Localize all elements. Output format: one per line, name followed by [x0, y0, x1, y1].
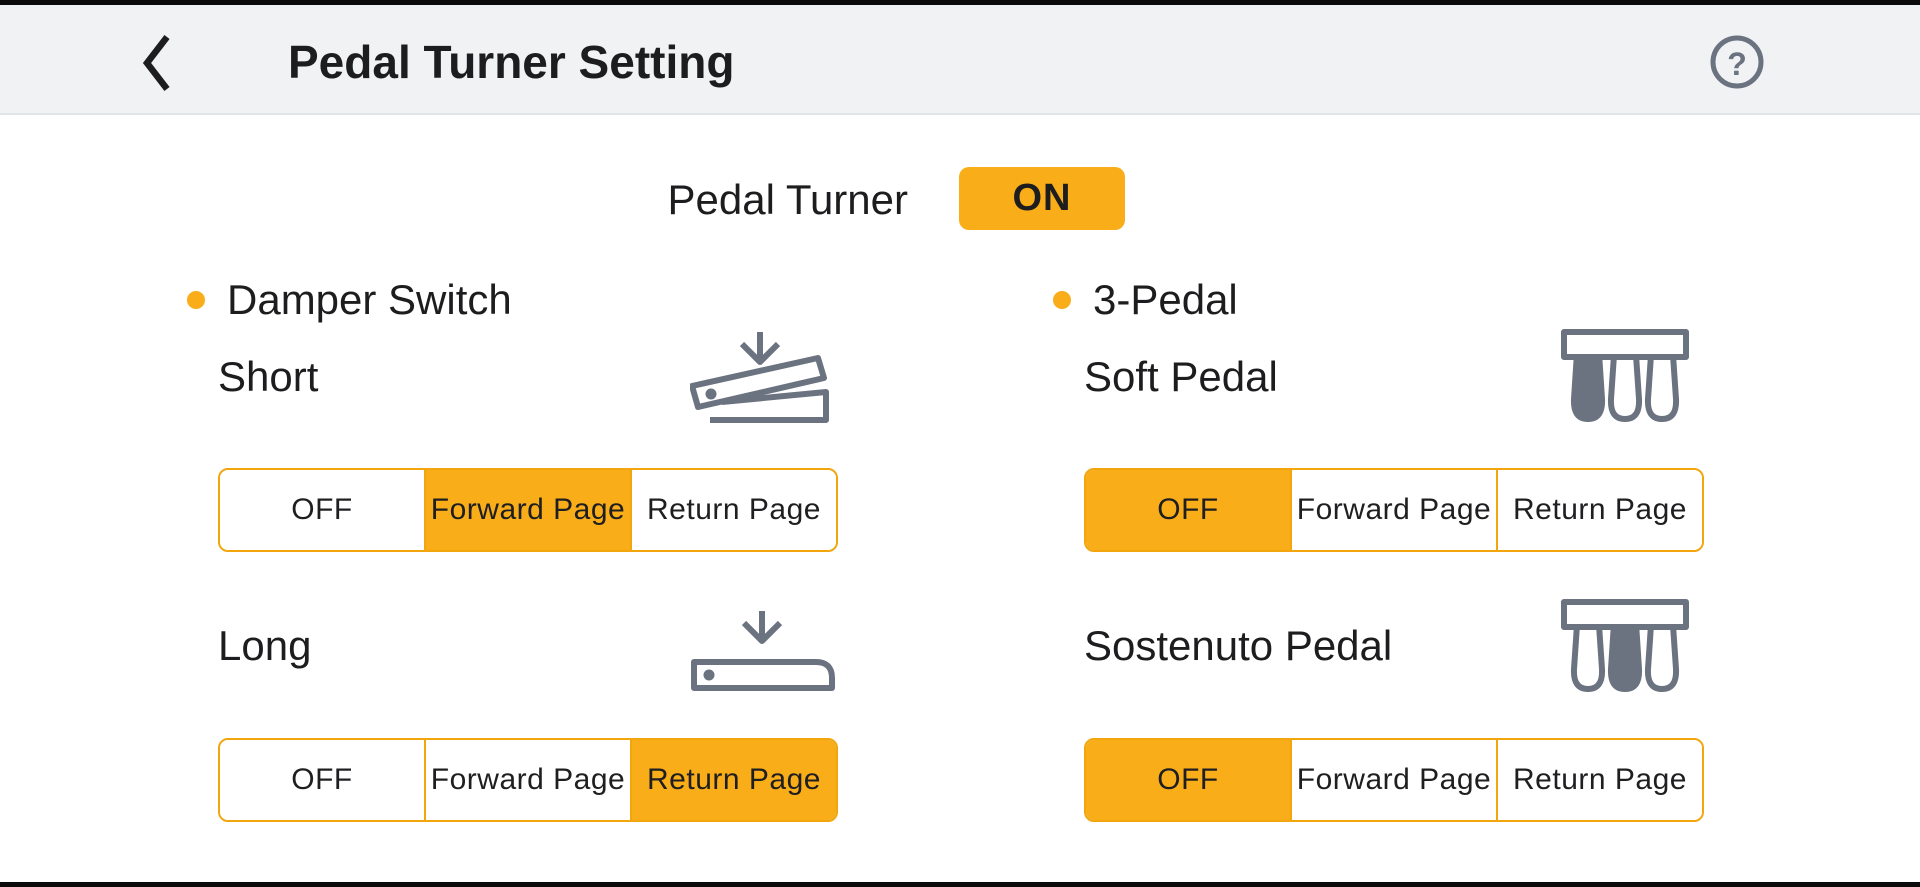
- row-label-sostenuto-pedal: Sostenuto Pedal: [1084, 622, 1393, 669]
- svg-text:?: ?: [1727, 46, 1747, 82]
- letterbox-bar-top: [0, 0, 1920, 5]
- segment-forward-page[interactable]: Forward Page: [1290, 740, 1496, 820]
- segment-forward-page[interactable]: Forward Page: [424, 470, 630, 550]
- segment-off[interactable]: OFF: [1086, 470, 1290, 550]
- back-button[interactable]: [128, 27, 184, 99]
- long-action-segmented-control: OFF Forward Page Return Page: [218, 738, 838, 822]
- segment-off[interactable]: OFF: [220, 470, 424, 550]
- section-label-damper-switch: Damper Switch: [227, 276, 512, 323]
- bullet-icon: [187, 291, 205, 309]
- sostenuto-pedal-action-segmented-control: OFF Forward Page Return Page: [1084, 738, 1704, 822]
- segment-forward-page[interactable]: Forward Page: [424, 740, 630, 820]
- segment-off[interactable]: OFF: [220, 740, 424, 820]
- bullet-icon: [1053, 291, 1071, 309]
- segment-off[interactable]: OFF: [1086, 740, 1290, 820]
- segment-forward-page[interactable]: Forward Page: [1290, 470, 1496, 550]
- segment-return-page[interactable]: Return Page: [630, 470, 836, 550]
- segment-return-page[interactable]: Return Page: [1496, 740, 1702, 820]
- section-label-3-pedal: 3-Pedal: [1093, 276, 1238, 323]
- row-label-short: Short: [218, 353, 319, 400]
- segment-return-page[interactable]: Return Page: [630, 740, 836, 820]
- letterbox-bar-bottom: [0, 882, 1920, 887]
- help-button[interactable]: ?: [1708, 33, 1766, 91]
- header: Pedal Turner Setting ?: [0, 5, 1920, 115]
- page-title: Pedal Turner Setting: [288, 36, 735, 88]
- short-action-segmented-control: OFF Forward Page Return Page: [218, 468, 838, 552]
- row-label-soft-pedal: Soft Pedal: [1084, 353, 1278, 400]
- three-pedal-soft-icon: [1561, 329, 1693, 425]
- pedal-turner-label: Pedal Turner: [667, 176, 908, 223]
- soft-pedal-action-segmented-control: OFF Forward Page Return Page: [1084, 468, 1704, 552]
- pedal-switch-short-icon: [690, 328, 838, 424]
- segment-return-page[interactable]: Return Page: [1496, 470, 1702, 550]
- help-circle-icon: ?: [1708, 33, 1766, 91]
- pedal-turner-toggle-button[interactable]: ON: [959, 167, 1125, 230]
- chevron-left-icon: [128, 27, 184, 99]
- pedal-switch-long-icon: [690, 608, 838, 692]
- row-label-long: Long: [218, 622, 312, 669]
- three-pedal-sostenuto-icon: [1561, 599, 1693, 695]
